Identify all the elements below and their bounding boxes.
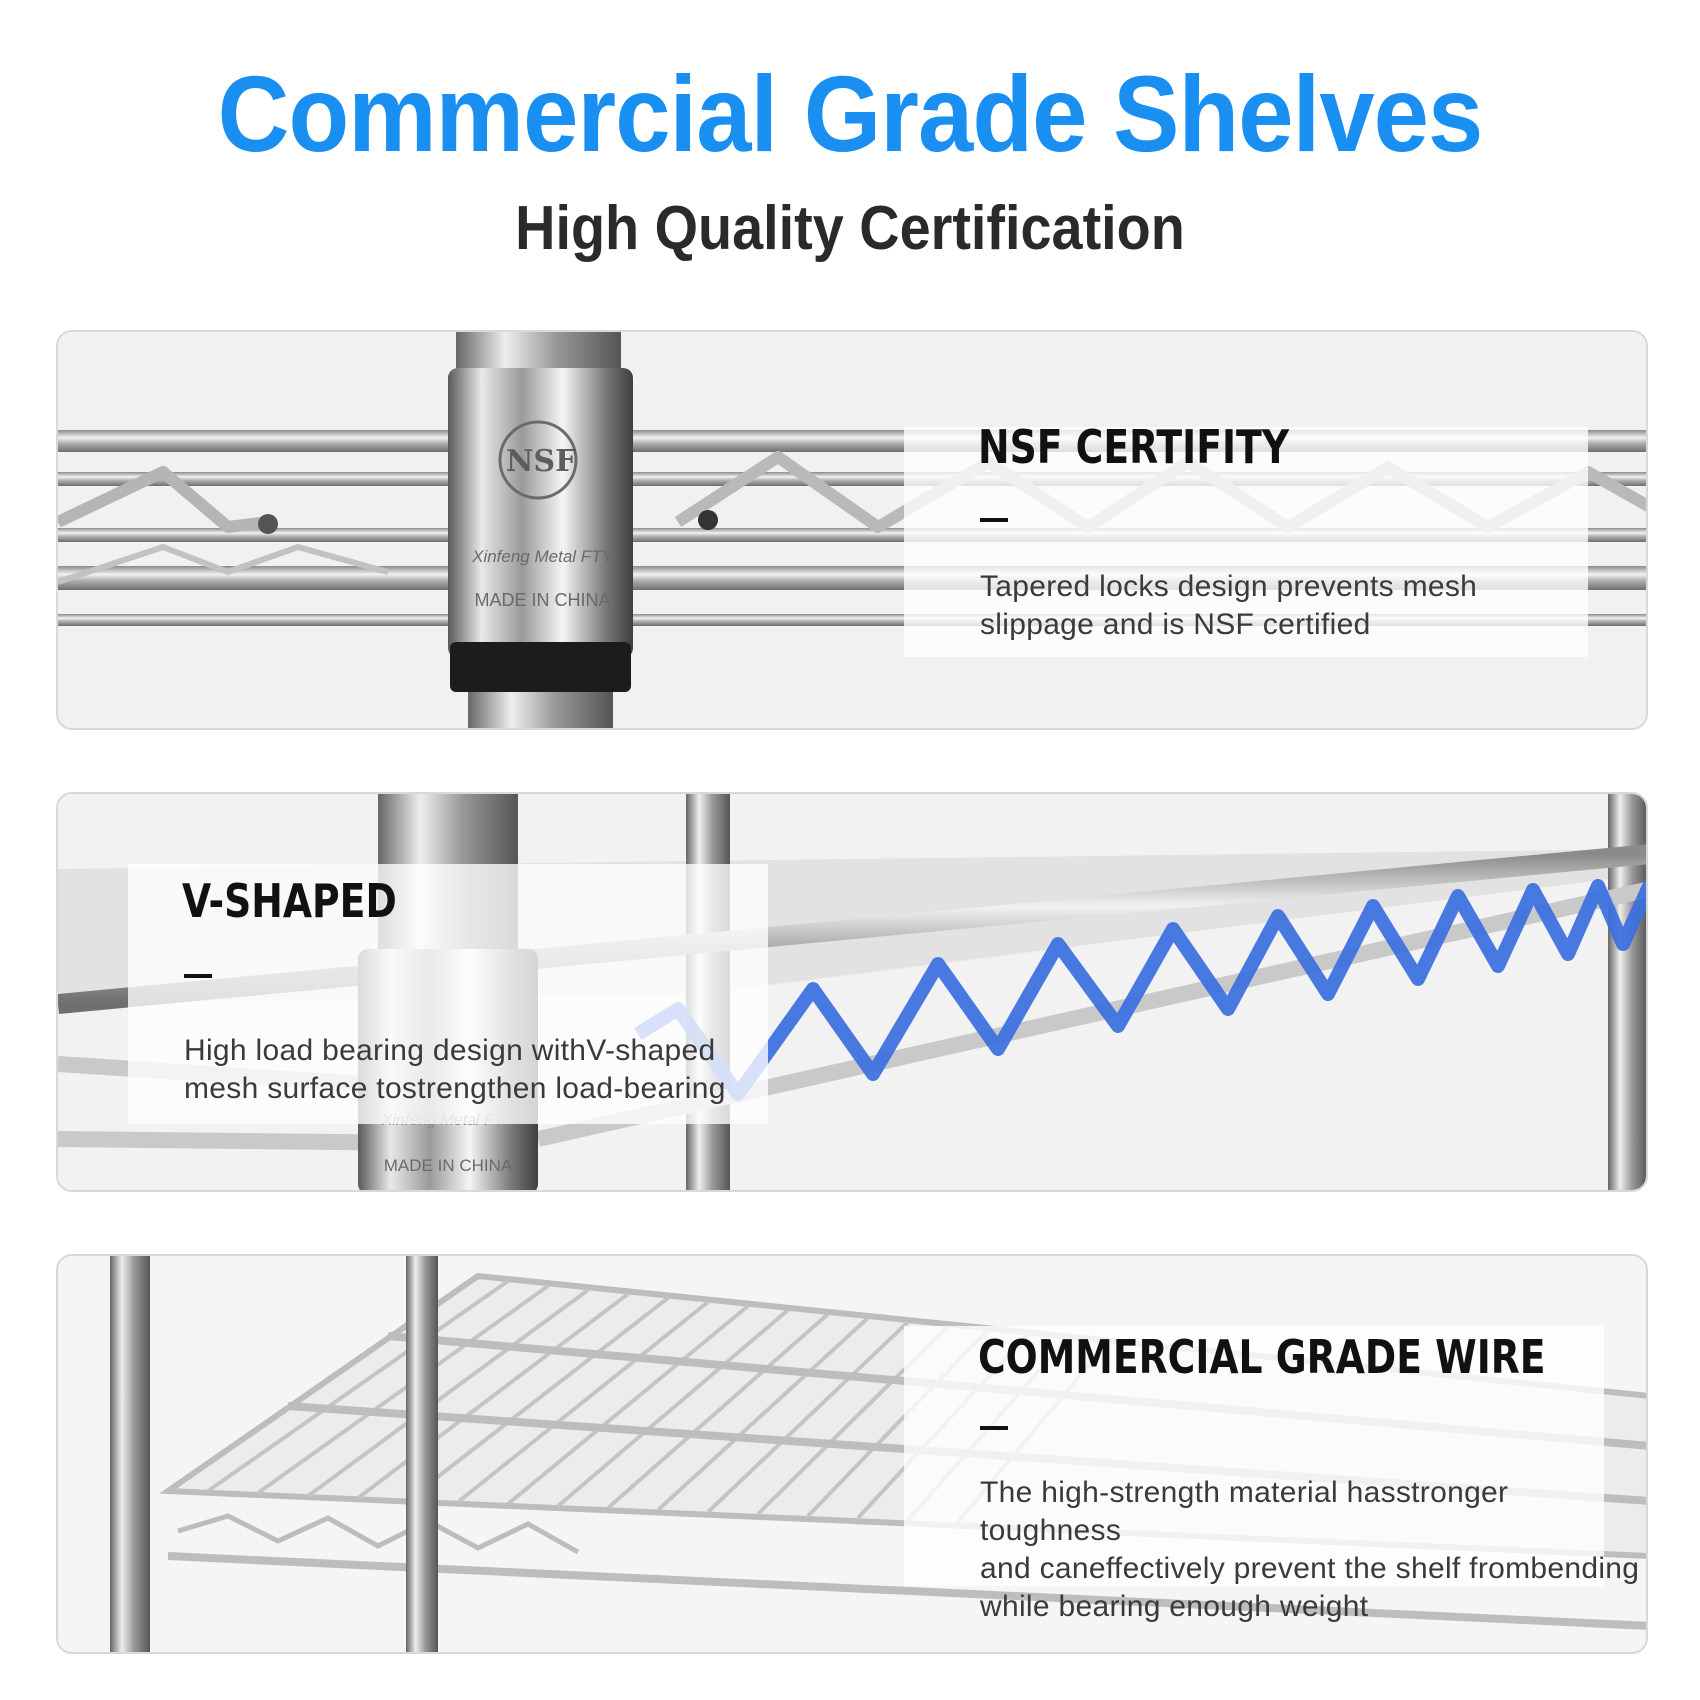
feature-panel-nsf: NSF Xinfeng Metal FTY MADE IN CHINA NSF … (56, 330, 1648, 730)
wire-desc-line-1: The high-strength material hasstronger t… (980, 1476, 1509, 1547)
feature-panel-commercial-grade-wire: COMMERCIAL GRADE WIRE The high-strength … (56, 1254, 1648, 1654)
vshaped-feature-dash (184, 974, 212, 978)
vshaped-sleeve-text-2: MADE IN CHINA (383, 1156, 513, 1175)
nsf-sleeve-text-2: MADE IN CHINA (474, 590, 611, 610)
nsf-sleeve-text-1: Xinfeng Metal FTY (472, 547, 613, 566)
vshaped-desc-line-2: mesh surface tostrengthen load-bearing (184, 1072, 726, 1105)
vshaped-text-overlay (128, 864, 768, 1124)
nsf-desc-line-2: slippage and is NSF certified (980, 608, 1371, 641)
vshaped-desc-line-1: High load bearing design withV-shaped (184, 1034, 716, 1067)
wire-feature-title: COMMERCIAL GRADE WIRE (978, 1330, 1546, 1384)
wire-desc-line-3: while bearing enough weight (980, 1590, 1369, 1623)
page-title: Commercial Grade Shelves (217, 53, 1484, 174)
nsf-feature-title: NSF CERTIFITY (978, 420, 1290, 474)
nsf-feature-dash (980, 518, 1008, 522)
nsf-desc-line-1: Tapered locks design prevents mesh (980, 570, 1478, 603)
page-subtitle: High Quality Certification (515, 194, 1185, 263)
wire-text-overlay (904, 1326, 1604, 1586)
wire-feature-description: The high-strength material hasstronger t… (980, 1474, 1646, 1626)
nsf-text-overlay (904, 427, 1588, 657)
feature-panel-v-shaped: Xinfeng Metal FTY MADE IN CHINA V-SHAPED… (56, 792, 1648, 1192)
wire-desc-line-2: and caneffectively prevent the shelf fro… (980, 1552, 1640, 1585)
vshaped-feature-description: High load bearing design withV-shaped me… (184, 1032, 726, 1108)
nsf-feature-description: Tapered locks design prevents mesh slipp… (980, 568, 1477, 644)
vshaped-feature-title: V-SHAPED (182, 874, 397, 928)
wire-feature-dash (980, 1426, 1008, 1430)
nsf-sleeve-logo: NSF (506, 444, 577, 479)
